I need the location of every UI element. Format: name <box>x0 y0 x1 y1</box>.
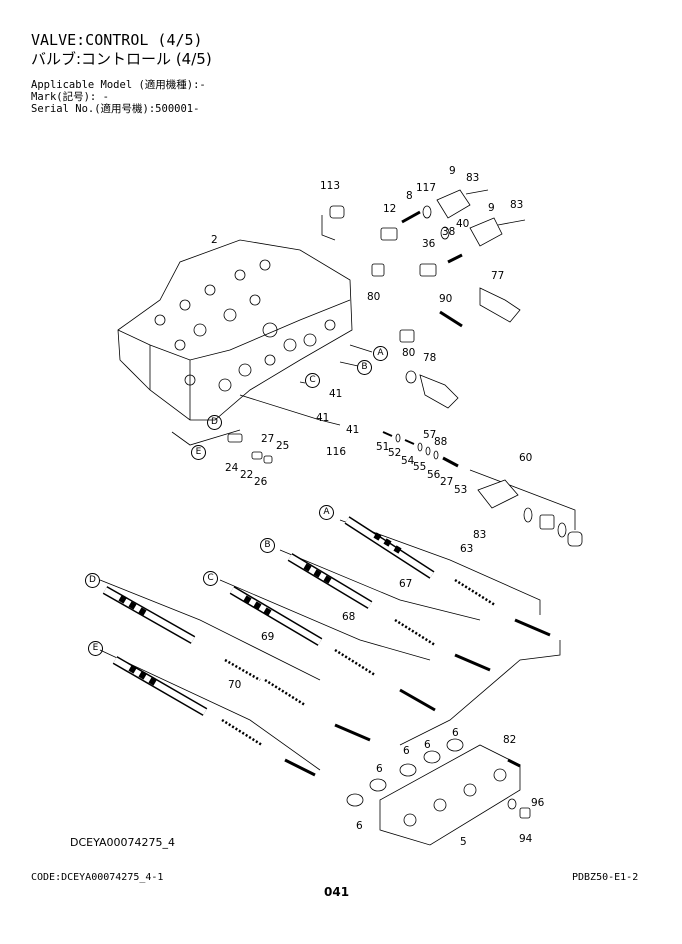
part-label: 68 <box>342 611 356 623</box>
mark: Mark(記号): - <box>31 91 109 103</box>
part-label: 83 <box>510 199 524 211</box>
circle-marker-a: A <box>319 505 334 520</box>
title-japanese: バルブ:コントロール (4/5) <box>31 50 212 68</box>
part-label: 57 <box>423 429 437 441</box>
title-english: VALVE:CONTROL (4/5) <box>31 31 203 49</box>
circle-marker-b: B <box>260 538 275 553</box>
part-label: 24 <box>225 462 239 474</box>
circle-marker-e: E <box>88 641 103 656</box>
spool-c-drawing <box>229 586 323 646</box>
part-label: 70 <box>228 679 242 691</box>
part-label: 26 <box>254 476 268 488</box>
part-label: 54 <box>401 455 415 467</box>
page-number: 041 <box>324 885 350 899</box>
part-label: 83 <box>473 529 487 541</box>
part-label: 6 <box>403 745 410 757</box>
part-label: 113 <box>320 180 341 192</box>
part-label: 27 <box>440 476 454 488</box>
part-label: 5 <box>460 836 467 848</box>
part-label: 116 <box>326 446 347 458</box>
part-label: 2 <box>211 234 218 246</box>
mid-small-parts-drawing <box>227 431 459 468</box>
part-label: 41 <box>346 424 360 436</box>
part-label: 56 <box>427 469 441 481</box>
part-label: 83 <box>466 172 480 184</box>
part-label: 6 <box>356 820 363 832</box>
part-label: 41 <box>329 388 343 400</box>
part-label: 25 <box>276 440 290 452</box>
part-label: 78 <box>423 352 437 364</box>
part-label: 53 <box>454 484 468 496</box>
springs-drawing <box>221 578 496 747</box>
part-label: 40 <box>456 218 470 230</box>
part-label: 117 <box>416 182 437 194</box>
part-label: 51 <box>376 441 390 453</box>
part-label: 8 <box>406 190 413 202</box>
part-label: 36 <box>422 238 436 250</box>
spool-a-drawing <box>344 516 435 579</box>
part-label: 27 <box>261 433 275 445</box>
part-label: 96 <box>531 797 545 809</box>
circle-marker-d: D <box>207 415 222 430</box>
part-label: 55 <box>413 461 427 473</box>
circle-marker-e: E <box>191 445 206 460</box>
part-label: 22 <box>240 469 254 481</box>
part-label: 6 <box>452 727 459 739</box>
circle-marker-d: D <box>85 573 100 588</box>
part-label: 90 <box>439 293 453 305</box>
drawing-reference: DCEYA00074275_4 <box>70 836 175 849</box>
part-label: 63 <box>460 543 474 555</box>
spool-d-drawing <box>102 586 196 644</box>
part-label: 69 <box>261 631 275 643</box>
circle-marker-a: A <box>373 346 388 361</box>
part-label: 41 <box>316 412 330 424</box>
cover-60-drawing <box>477 479 583 547</box>
part-label: 52 <box>388 447 402 459</box>
part-label: 38 <box>442 226 456 238</box>
upper-parts-drawing <box>321 189 526 409</box>
spool-e-drawing <box>112 656 208 716</box>
part-label: 67 <box>399 578 413 590</box>
part-label: 6 <box>376 763 383 775</box>
part-label: 80 <box>367 291 381 303</box>
circle-marker-b: B <box>357 360 372 375</box>
part-label: 80 <box>402 347 416 359</box>
part-label: 88 <box>434 436 448 448</box>
applicable-model: Applicable Model (適用機種):- <box>31 79 206 91</box>
serial-number: Serial No.(適用号機):500001- <box>31 103 200 115</box>
section-code: PDBZ50-E1-2 <box>572 872 639 883</box>
circle-marker-c: C <box>203 571 218 586</box>
part-label: 9 <box>488 202 495 214</box>
part-label: 60 <box>519 452 533 464</box>
part-label: 12 <box>383 203 397 215</box>
part-label: 77 <box>491 270 505 282</box>
circle-marker-c: C <box>305 373 320 388</box>
part-label: 6 <box>424 739 431 751</box>
leader-lines-drawing <box>99 344 576 771</box>
part-label: 82 <box>503 734 517 746</box>
rods-drawing <box>284 618 551 777</box>
part-label: 94 <box>519 833 533 845</box>
valve-body-drawing <box>117 239 353 421</box>
cover-5-drawing <box>346 738 531 846</box>
document-code: CODE:DCEYA00074275_4-1 <box>31 872 164 883</box>
spool-b-drawing <box>287 553 373 609</box>
part-label: 9 <box>449 165 456 177</box>
